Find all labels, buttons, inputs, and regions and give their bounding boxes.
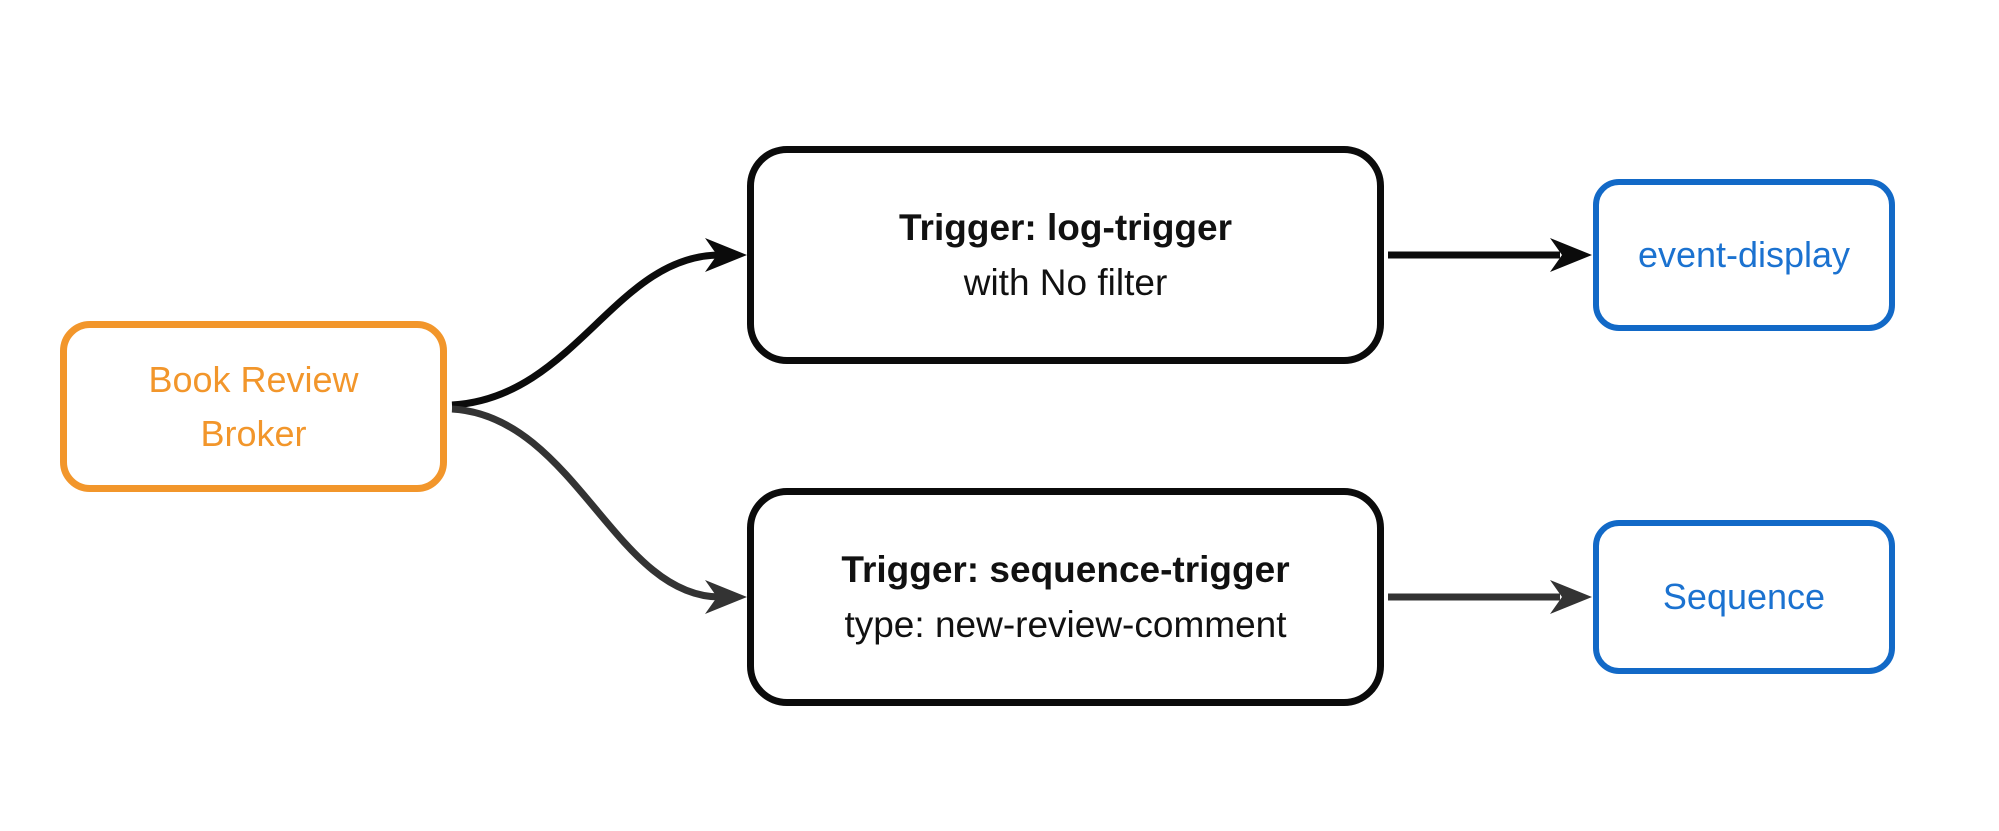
node-sequence: Sequence: [1593, 520, 1895, 674]
node-label: Sequence: [1662, 576, 1826, 617]
edge-broker-to-log-trigger: [451, 251, 721, 409]
node-log-trigger: Trigger: log-trigger with No filter: [747, 146, 1384, 364]
node-subtitle: with No filter: [963, 262, 1168, 303]
node-subtitle: type: new-review-comment: [844, 604, 1287, 645]
arrowhead-sequence-trigger: [705, 580, 747, 614]
node-label: Book Review: [148, 358, 359, 400]
arrowhead-log-trigger: [705, 238, 747, 272]
node-event-display: event-display: [1593, 179, 1895, 331]
node-label: Broker: [200, 412, 307, 454]
node-sequence-trigger: Trigger: sequence-trigger type: new-revi…: [747, 488, 1384, 706]
edge-broker-to-sequence-trigger: [451, 405, 721, 601]
node-title: Trigger: sequence-trigger: [841, 548, 1290, 590]
node-label: event-display: [1637, 234, 1851, 275]
arrowhead-event-display: [1550, 238, 1592, 272]
arrowhead-sequence: [1550, 580, 1592, 614]
node-title: Trigger: log-trigger: [899, 206, 1232, 248]
node-book-review-broker: Book Review Broker: [60, 321, 447, 492]
